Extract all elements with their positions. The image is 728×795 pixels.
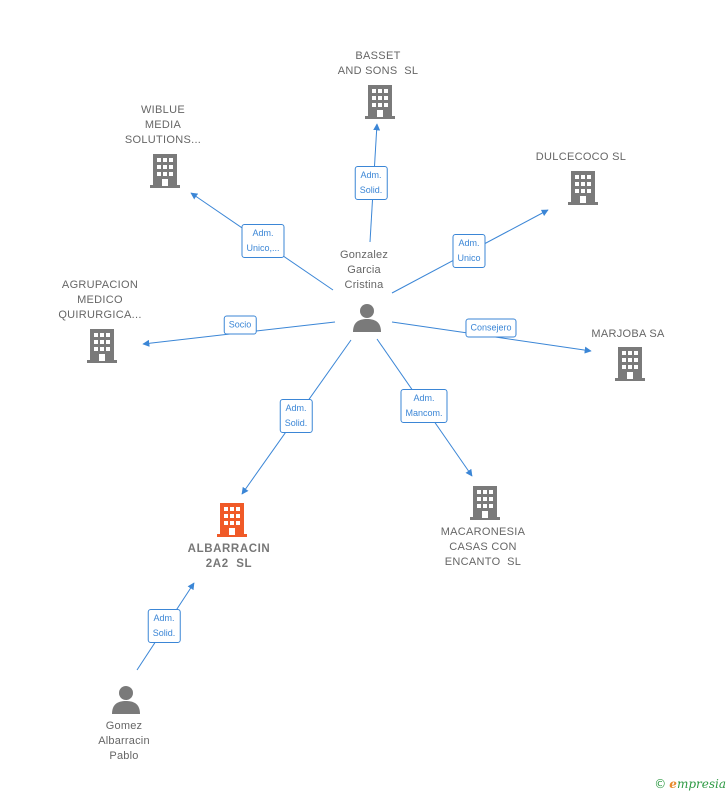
node-label-agrupacion[interactable]: AGRUPACION MEDICO QUIRURGICA... bbox=[58, 278, 141, 323]
building-icon[interactable] bbox=[217, 503, 247, 537]
edge-label-line: Solid. bbox=[359, 185, 383, 195]
brand-name: mpresia bbox=[676, 777, 726, 791]
person-icon[interactable] bbox=[111, 684, 141, 714]
edge-label-line: Adm. bbox=[360, 170, 382, 180]
label-line: MEDICO bbox=[77, 294, 123, 306]
edge-label-line: Unico,... bbox=[246, 243, 280, 253]
label-line: AGRUPACION bbox=[61, 279, 139, 291]
label-line: SOLUTIONS... bbox=[124, 134, 202, 146]
node-label-gomez[interactable]: Gomez Albarracin Pablo bbox=[98, 719, 150, 764]
label-line: MEDIA bbox=[144, 119, 182, 131]
edge-label-line: Adm. bbox=[458, 238, 480, 248]
edge-label-agrupacion[interactable]: Socio bbox=[223, 315, 257, 335]
edge-label-dulcecoco[interactable]: Adm. Unico bbox=[452, 234, 486, 268]
building-icon[interactable] bbox=[470, 486, 500, 520]
edge-label-line: Consejero bbox=[470, 322, 512, 333]
edge-label-line: Socio bbox=[228, 319, 252, 330]
label-line: CASAS CON bbox=[449, 541, 517, 553]
edge-label-gomez[interactable]: Adm. Solid. bbox=[147, 609, 181, 643]
edge-label-line: Adm. bbox=[252, 228, 274, 238]
node-label-albarracin[interactable]: ALBARRACIN 2A2 SL bbox=[188, 542, 271, 572]
building-icon[interactable] bbox=[365, 85, 395, 119]
edge-label-line: Mancom. bbox=[405, 408, 443, 418]
edges-layer bbox=[136, 123, 592, 671]
edge-label-line: Unico bbox=[457, 253, 481, 263]
label-line: Gonzalez bbox=[339, 249, 389, 261]
label-line: AND SONS SL bbox=[337, 65, 419, 77]
label-line: MACARONESIA bbox=[440, 526, 526, 538]
edge-label-albarracin[interactable]: Adm. Solid. bbox=[279, 399, 313, 433]
label-line: Garcia bbox=[347, 264, 381, 276]
label-line: Pablo bbox=[109, 750, 139, 762]
label-line: Cristina bbox=[344, 279, 384, 291]
brand-footer[interactable]: ©empresia bbox=[654, 777, 726, 791]
copyright-icon: © bbox=[654, 777, 667, 791]
building-icon[interactable] bbox=[87, 329, 117, 363]
edge-label-basset[interactable]: Adm. Solid. bbox=[354, 166, 388, 200]
label-line: ENCANTO SL bbox=[444, 556, 522, 568]
node-label-dulcecoco[interactable]: DULCECOCO SL bbox=[536, 150, 626, 165]
label-line: MARJOBA SA bbox=[591, 328, 665, 340]
edge-label-line: Adm. bbox=[153, 613, 175, 623]
node-label-marjoba[interactable]: MARJOBA SA bbox=[591, 327, 664, 342]
node-label-macaronesia[interactable]: MACARONESIA CASAS CON ENCANTO SL bbox=[441, 525, 526, 570]
edge-label-marjoba[interactable]: Consejero bbox=[465, 318, 517, 338]
person-icon[interactable] bbox=[352, 302, 382, 332]
label-line: QUIRURGICA... bbox=[58, 309, 142, 321]
label-line: DULCECOCO SL bbox=[535, 151, 627, 163]
label-line: ALBARRACIN bbox=[187, 543, 271, 555]
building-icon[interactable] bbox=[150, 154, 180, 188]
building-icon[interactable] bbox=[568, 171, 598, 205]
edge-label-line: Adm. bbox=[413, 393, 435, 403]
edge-label-line: Adm. bbox=[285, 403, 307, 413]
edge-label-macaronesia[interactable]: Adm. Mancom. bbox=[400, 389, 448, 423]
node-label-wiblue[interactable]: WIBLUE MEDIA SOLUTIONS... bbox=[125, 103, 201, 148]
label-line: WIBLUE bbox=[141, 104, 185, 116]
label-line: Gomez bbox=[105, 720, 143, 732]
building-icon[interactable] bbox=[615, 347, 645, 381]
label-line: Albarracin bbox=[98, 735, 150, 747]
node-label-basset[interactable]: BASSET AND SONS SL bbox=[338, 49, 419, 79]
edge-label-line: Solid. bbox=[284, 418, 308, 428]
label-line: 2A2 SL bbox=[205, 558, 253, 570]
label-line: BASSET bbox=[355, 50, 401, 62]
edge-label-line: Solid. bbox=[152, 628, 176, 638]
brand-initial: e bbox=[669, 777, 677, 791]
edge-label-wiblue[interactable]: Adm. Unico,... bbox=[241, 224, 285, 258]
node-label-center-person[interactable]: Gonzalez Garcia Cristina bbox=[340, 248, 388, 293]
